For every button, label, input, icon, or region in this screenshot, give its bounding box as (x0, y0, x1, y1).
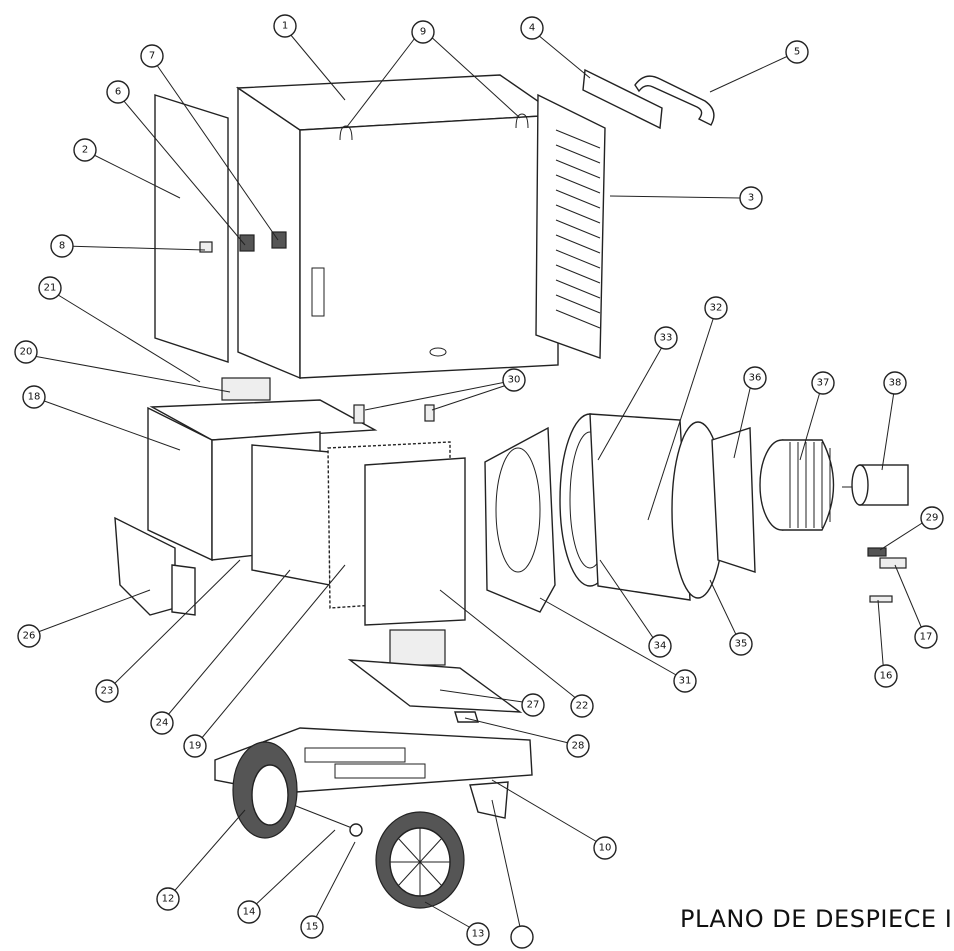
svg-text:37: 37 (817, 378, 830, 389)
svg-text:20: 20 (20, 347, 33, 358)
callout-18: 18 (22, 385, 46, 409)
louver-grille (535, 93, 606, 359)
callout-11 (510, 925, 534, 949)
svg-text:8: 8 (59, 241, 65, 252)
callout-10: 10 (593, 836, 617, 860)
lower-housing-top (149, 399, 378, 441)
svg-text:16: 16 (880, 671, 893, 682)
cabinet-housing (235, 74, 561, 380)
svg-text:36: 36 (749, 373, 762, 384)
svg-text:15: 15 (306, 922, 319, 933)
svg-text:18: 18 (28, 392, 41, 403)
svg-text:22: 22 (576, 701, 589, 712)
handle-tube (634, 75, 715, 126)
callout-9: 9 (411, 20, 435, 44)
svg-text:34: 34 (654, 641, 667, 652)
blower-assembly (484, 413, 909, 613)
base-grille (304, 747, 426, 779)
callout-36: 36 (743, 366, 767, 390)
deflector-small (171, 564, 196, 616)
callout-16: 16 (874, 664, 898, 688)
callout-4: 4 (520, 16, 544, 40)
svg-text:31: 31 (679, 676, 692, 687)
heater-base (389, 629, 446, 666)
callout-3: 3 (739, 186, 763, 210)
svg-text:19: 19 (189, 741, 202, 752)
callout-35: 35 (729, 632, 753, 656)
callout-22: 22 (570, 694, 594, 718)
inner-panel (251, 444, 331, 586)
leader-lines (27, 27, 931, 937)
callout-13: 13 (466, 922, 490, 946)
svg-text:33: 33 (660, 333, 673, 344)
callout-12: 12 (156, 887, 180, 911)
callout-24: 24 (150, 711, 174, 735)
callout-31: 31 (673, 669, 697, 693)
callout-28: 28 (566, 734, 590, 758)
callout-14: 14 (237, 900, 261, 924)
svg-text:21: 21 (44, 283, 57, 294)
svg-text:13: 13 (472, 929, 485, 940)
callout-32: 32 (704, 296, 728, 320)
callout-29: 29 (920, 506, 944, 530)
axle-cap (349, 823, 363, 837)
rear-wheel (232, 741, 298, 839)
svg-text:23: 23 (101, 686, 114, 697)
svg-text:27: 27 (527, 700, 540, 711)
front-deflector (114, 516, 176, 616)
svg-text:9: 9 (420, 27, 426, 38)
callout-21: 21 (38, 276, 62, 300)
callout-2: 2 (73, 138, 97, 162)
svg-text:2: 2 (82, 145, 88, 156)
svg-text:35: 35 (735, 639, 748, 650)
svg-text:24: 24 (156, 718, 169, 729)
callout-7: 7 (140, 44, 164, 68)
svg-text:3: 3 (748, 193, 754, 204)
callout-8: 8 (50, 234, 74, 258)
svg-text:14: 14 (243, 907, 256, 918)
svg-text:4: 4 (529, 23, 535, 34)
svg-text:5: 5 (794, 47, 800, 58)
svg-text:7: 7 (149, 51, 155, 62)
svg-text:28: 28 (572, 741, 585, 752)
svg-text:29: 29 (926, 513, 939, 524)
svg-text:17: 17 (920, 632, 933, 643)
callout-1: 1 (273, 14, 297, 38)
callout-33: 33 (654, 326, 678, 350)
heater-plate (364, 457, 466, 626)
svg-text:6: 6 (115, 87, 121, 98)
chassis-leg (469, 781, 509, 819)
callout-38: 38 (883, 371, 907, 395)
svg-text:30: 30 (508, 375, 521, 386)
callout-34: 34 (648, 634, 672, 658)
svg-text:10: 10 (599, 843, 612, 854)
drawing-title: PLANO DE DESPIECE I (680, 905, 953, 933)
callouts: 1 9 4 5 7 6 2 3 8 21 20 18 30 33 32 36 3… (14, 14, 944, 949)
callout-27: 27 (521, 693, 545, 717)
door-lock (239, 234, 255, 252)
partition-20 (221, 377, 271, 401)
support-bracket (353, 404, 365, 424)
callout-30: 30 (502, 368, 526, 392)
svg-text:26: 26 (23, 631, 36, 642)
callout-23: 23 (95, 679, 119, 703)
door-latch (199, 241, 213, 253)
callout-26: 26 (17, 624, 41, 648)
callout-17: 17 (914, 625, 938, 649)
svg-text:38: 38 (889, 378, 902, 389)
svg-text:32: 32 (710, 303, 723, 314)
top-bracket (582, 68, 663, 130)
callout-15: 15 (300, 915, 324, 939)
front-wheel (375, 811, 465, 909)
callout-5: 5 (785, 40, 809, 64)
callout-6: 6 (106, 80, 130, 104)
svg-text:12: 12 (162, 894, 175, 905)
callout-19: 19 (183, 734, 207, 758)
callout-37: 37 (811, 371, 835, 395)
callout-20: 20 (14, 340, 38, 364)
svg-text:1: 1 (282, 21, 288, 32)
bottom-tray (347, 659, 523, 713)
side-door (154, 94, 229, 363)
